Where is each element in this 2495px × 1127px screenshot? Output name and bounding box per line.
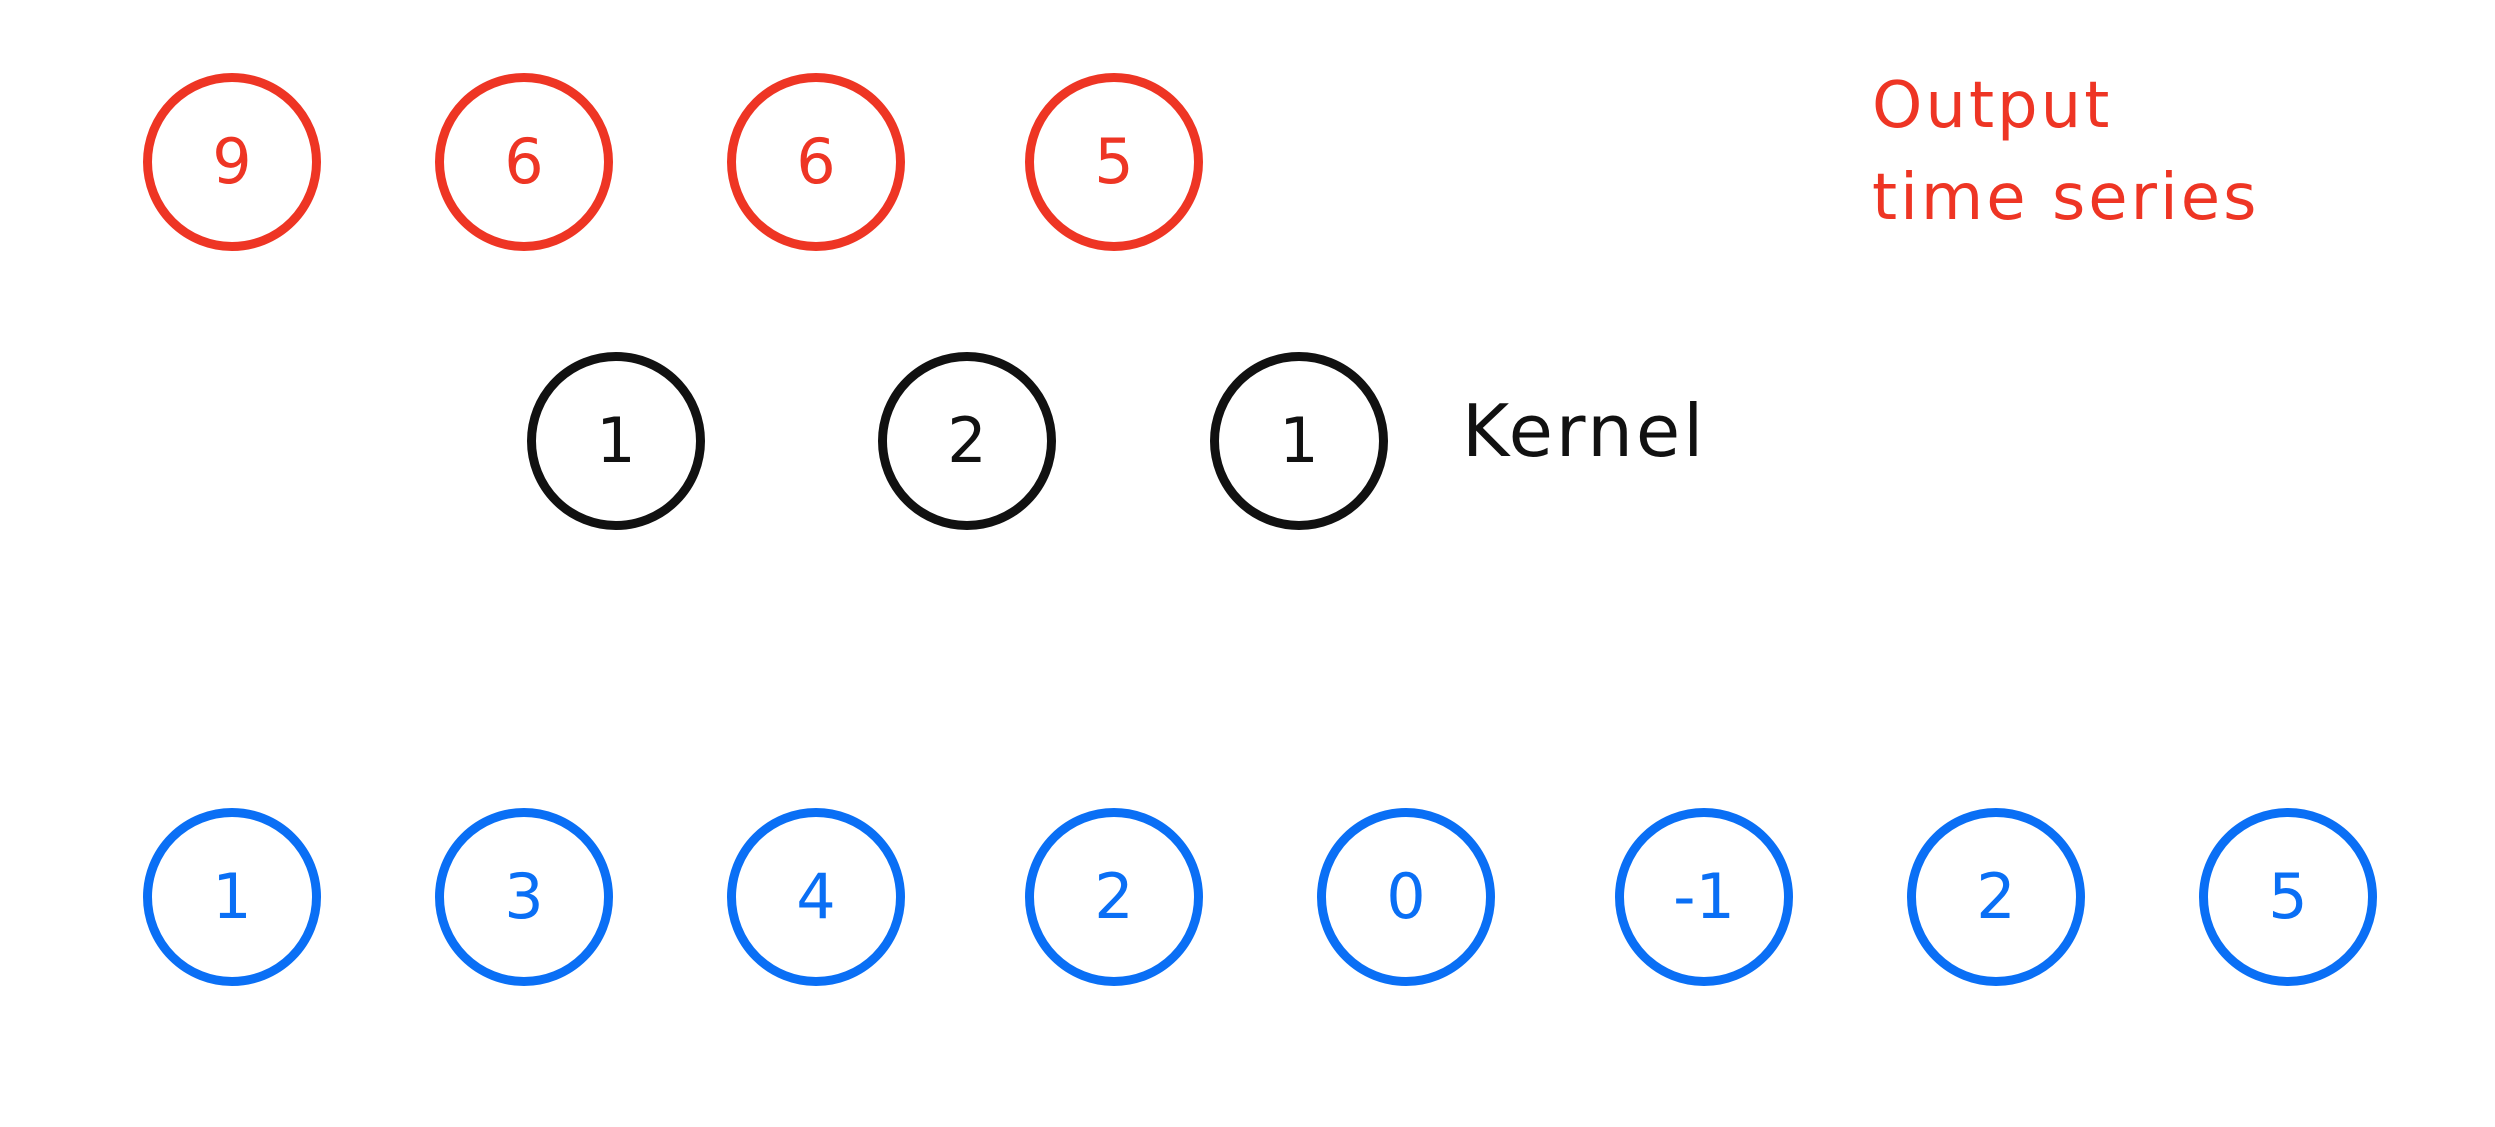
output-node: 9 xyxy=(143,73,321,251)
kernel-node: 2 xyxy=(878,352,1056,530)
kernel-node: 1 xyxy=(1210,352,1388,530)
input-node: -1 xyxy=(1615,808,1793,986)
output-value: 6 xyxy=(796,125,836,198)
input-value: 2 xyxy=(1976,860,2016,933)
output-value: 5 xyxy=(1094,125,1134,198)
input-node: 4 xyxy=(727,808,905,986)
input-value: 2 xyxy=(1094,860,1134,933)
input-value: -1 xyxy=(1673,860,1735,933)
kernel-value: 1 xyxy=(596,404,636,477)
input-value: 5 xyxy=(2268,860,2308,933)
input-node: 1 xyxy=(143,808,321,986)
input-value: 0 xyxy=(1386,860,1426,933)
kernel-node: 1 xyxy=(527,352,705,530)
input-node: 5 xyxy=(2199,808,2377,986)
input-node: 2 xyxy=(1025,808,1203,986)
kernel-value: 2 xyxy=(947,404,987,477)
input-node: 2 xyxy=(1907,808,2085,986)
input-node: 3 xyxy=(435,808,613,986)
input-node: 0 xyxy=(1317,808,1495,986)
kernel-label: Kernel xyxy=(1462,389,1707,473)
output-node: 6 xyxy=(727,73,905,251)
output-value: 6 xyxy=(504,125,544,198)
kernel-value: 1 xyxy=(1279,404,1319,477)
output-series-label: Output time series xyxy=(1872,69,2260,235)
input-value: 4 xyxy=(796,860,836,933)
input-value: 3 xyxy=(504,860,544,933)
output-value: 9 xyxy=(212,125,252,198)
output-node: 5 xyxy=(1025,73,1203,251)
input-value: 1 xyxy=(212,860,252,933)
output-node: 6 xyxy=(435,73,613,251)
